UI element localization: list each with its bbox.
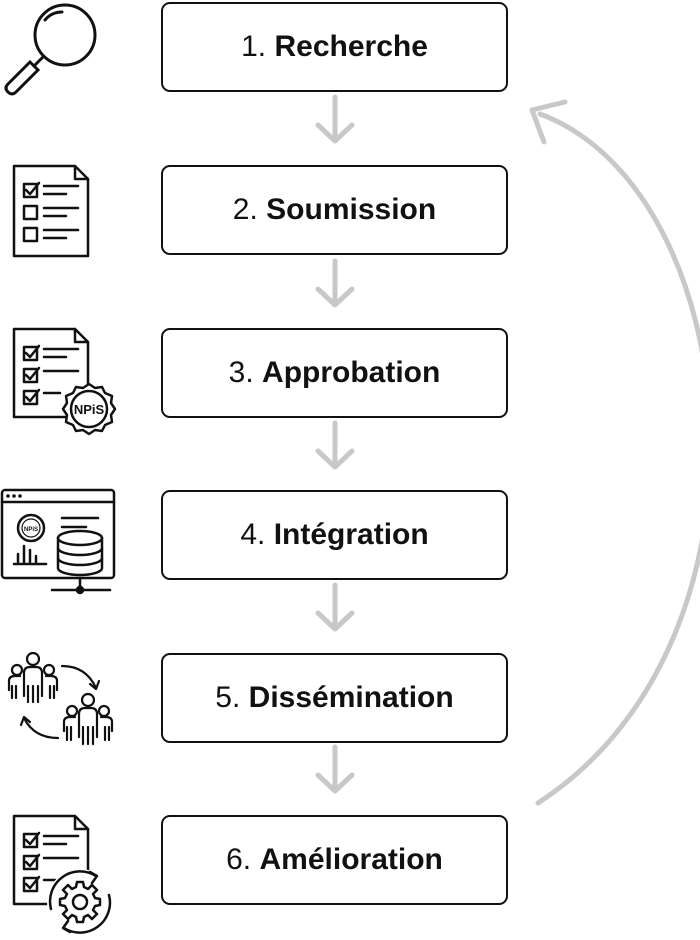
- step-number: 2.: [232, 193, 258, 226]
- step-name: Intégration: [273, 518, 429, 551]
- step-dissemination: 5. Dissémination: [161, 653, 508, 743]
- step-number: 6.: [226, 843, 252, 876]
- step-name: Approbation: [262, 356, 441, 389]
- seal-label: NPiS: [24, 527, 38, 533]
- step-name: Soumission: [266, 193, 437, 226]
- down-arrow-3-4: [315, 420, 355, 470]
- step-number: 1.: [241, 30, 267, 63]
- down-arrow-1-2: [315, 94, 355, 144]
- step-amelioration: 6. Amélioration: [161, 815, 508, 905]
- step-soumission: 2. Soumission: [161, 165, 508, 255]
- step-recherche: 1. Recherche: [161, 2, 508, 92]
- step-name: Dissémination: [248, 681, 454, 714]
- step-label: 2. Soumission: [233, 193, 436, 227]
- document-gear-icon: [12, 814, 113, 935]
- down-arrow-2-3: [315, 258, 355, 308]
- checklist-document-icon: [12, 164, 90, 258]
- database-window-icon: NPiS: [0, 488, 116, 595]
- step-label: 6. Amélioration: [226, 843, 443, 877]
- people-exchange-icon: [7, 651, 114, 746]
- down-arrow-4-5: [315, 582, 355, 632]
- step-label: 5. Dissémination: [215, 681, 453, 715]
- step-label: 4. Intégration: [240, 518, 428, 552]
- down-arrow-5-6: [315, 744, 355, 794]
- step-name: Recherche: [274, 30, 428, 63]
- feedback-arrow: [529, 99, 700, 806]
- approved-document-icon: NPiS: [12, 327, 117, 436]
- step-label: 3. Approbation: [229, 356, 441, 390]
- step-number: 3.: [228, 356, 254, 389]
- step-integration: 4. Intégration: [161, 490, 508, 580]
- seal-label: NPiS: [74, 402, 105, 417]
- step-number: 4.: [240, 518, 266, 551]
- step-label: 1. Recherche: [241, 30, 428, 64]
- magnifier-icon: [4, 3, 97, 96]
- step-approbation: 3. Approbation: [161, 328, 508, 418]
- step-name: Amélioration: [259, 843, 443, 876]
- step-number: 5.: [215, 681, 241, 714]
